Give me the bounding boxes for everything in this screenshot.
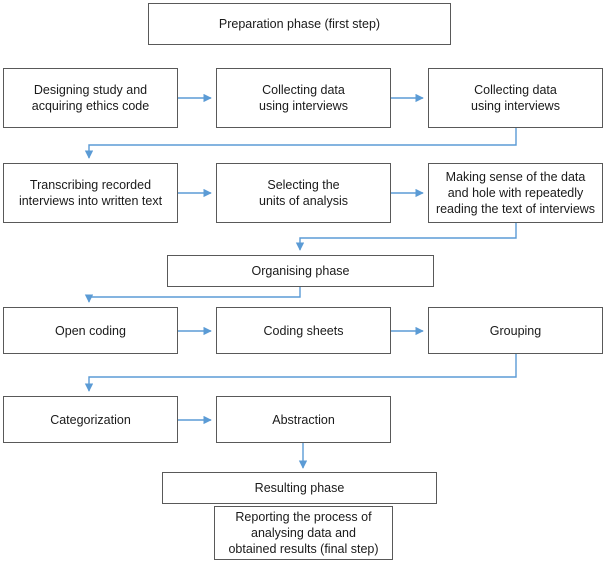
node-categorization: Categorization [3, 396, 178, 443]
node-organising-phase: Organising phase [167, 255, 434, 287]
node-collecting-data-1: Collecting data using interviews [216, 68, 391, 128]
node-transcribing: Transcribing recorded interviews into wr… [3, 163, 178, 223]
node-open-coding: Open coding [3, 307, 178, 354]
node-abstraction: Abstraction [216, 396, 391, 443]
connector-making-sense-to-organising [295, 223, 517, 251]
node-reporting: Reporting the process of analysing data … [214, 506, 393, 560]
node-designing-study: Designing study and acquiring ethics cod… [3, 68, 178, 128]
node-making-sense: Making sense of the data and hole with r… [428, 163, 603, 223]
node-selecting-units: Selecting the units of analysis [216, 163, 391, 223]
connector-collecting2-to-transcribing [84, 128, 517, 159]
node-preparation-phase: Preparation phase (first step) [148, 3, 451, 45]
node-coding-sheets: Coding sheets [216, 307, 391, 354]
node-collecting-data-2: Collecting data using interviews [428, 68, 603, 128]
node-grouping: Grouping [428, 307, 603, 354]
connector-grouping-to-categorization [84, 354, 517, 392]
node-resulting-phase: Resulting phase [162, 472, 437, 504]
connector-organising-to-open-coding [84, 287, 301, 303]
